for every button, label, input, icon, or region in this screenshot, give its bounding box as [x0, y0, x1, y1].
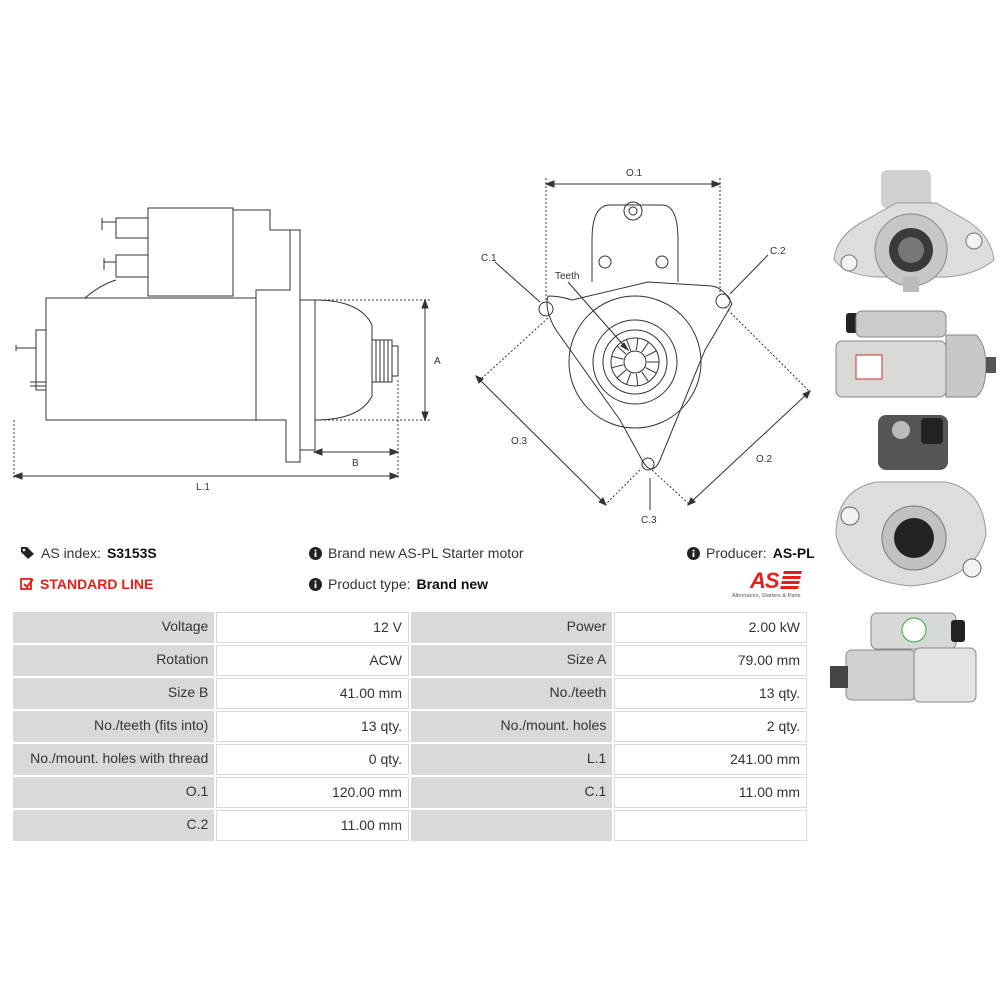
spec-value: ACW [216, 645, 409, 676]
dim-label-o3: O.3 [511, 436, 528, 447]
product-type-value: Brand new [416, 576, 489, 592]
product-photo-angle [830, 612, 977, 703]
pinion-tooth [626, 339, 632, 351]
info-icon [309, 577, 322, 591]
product-line-label: STANDARD LINE [40, 576, 154, 592]
as-index-label: AS index: [41, 545, 101, 561]
dim-label-teeth: Teeth [555, 271, 579, 282]
spec-value: 2.00 kW [614, 612, 807, 643]
tag-icon [21, 547, 34, 559]
dim-label-c1: C.1 [481, 253, 497, 264]
dim-label-c2: C.2 [770, 246, 786, 257]
pinion-tooth [645, 367, 657, 374]
as-logo-stripes [780, 571, 802, 589]
spec-value: 13 qty. [614, 678, 807, 709]
spec-label: No./teeth (fits into) [13, 711, 215, 742]
description: Brand new AS-PL Starter motor [309, 545, 524, 561]
product-type-label: Product type: [328, 576, 411, 592]
pinion-tooth [616, 345, 627, 355]
pinion-tooth [611, 364, 624, 369]
pinion-tooth [641, 341, 650, 353]
dim-label-b: B [352, 458, 359, 469]
info-icon [687, 546, 700, 560]
as-index-value: S3153S [106, 545, 157, 561]
product-photo-side [835, 310, 996, 398]
spec-label: C.1 [410, 777, 613, 808]
producer: Producer: AS-PL [687, 545, 815, 561]
spec-value: 41.00 mm [216, 678, 409, 709]
spec-value: 12 V [216, 612, 409, 643]
pinion-tooth [645, 350, 657, 357]
spec-label: Power [410, 612, 613, 643]
spec-value: 11.00 mm [614, 777, 807, 808]
spec-value: 79.00 mm [614, 645, 807, 676]
as-logo: AS Alternators, Starters & Parts [730, 568, 812, 602]
dim-label-c3: C.3 [641, 515, 657, 526]
spec-value: 0 qty. [216, 744, 409, 775]
spec-value: 2 qty. [614, 711, 807, 742]
producer-value: AS-PL [772, 545, 815, 561]
pinion-tooth [635, 373, 639, 386]
spec-label: Size A [410, 645, 613, 676]
dim-label-a: A [434, 356, 441, 367]
spec-label: O.1 [13, 777, 215, 808]
spec-value: 13 qty. [216, 711, 409, 742]
spec-value: 11.00 mm [216, 810, 409, 841]
spec-value: 241.00 mm [614, 744, 807, 775]
as-logo-mark: AS [750, 568, 780, 593]
spec-value: 120.00 mm [216, 777, 409, 808]
spec-label: Voltage [13, 612, 215, 643]
spec-value [614, 810, 807, 841]
dim-label-o1: O.1 [626, 168, 643, 179]
pinion-tooth [616, 369, 627, 379]
pinion-tooth [635, 338, 639, 351]
dim-label-l1: L.1 [196, 482, 210, 493]
spec-label: L.1 [410, 744, 613, 775]
check-square-icon [20, 578, 34, 590]
as-logo-tagline: Alternators, Starters & Parts [732, 593, 801, 599]
product-type: Product type: Brand new [309, 576, 488, 592]
product-photo-front [833, 170, 995, 292]
spec-row: No./teeth (fits into)13 qty.No./mount. h… [13, 711, 807, 742]
pinion-tooth [626, 373, 632, 385]
pinion-tooth [611, 355, 624, 360]
spec-label: No./teeth [410, 678, 613, 709]
spec-label [410, 810, 613, 841]
product-photo-rear [835, 415, 987, 587]
producer-label: Producer: [706, 545, 767, 561]
description-text: Brand new AS-PL Starter motor [328, 545, 524, 561]
spec-label: Size B [13, 678, 215, 709]
spec-label: No./mount. holes with thread [13, 744, 215, 775]
spec-label: C.2 [13, 810, 215, 841]
pinion-tooth [641, 371, 650, 383]
front-view-drawing: O.1 C.1 C.2 Teeth O.3 O.2 C.3 [475, 168, 811, 526]
as-index: AS index: S3153S [20, 545, 157, 561]
spec-label: Rotation [13, 645, 215, 676]
dim-label-o2: O.2 [756, 454, 773, 465]
spec-label: No./mount. holes [410, 711, 613, 742]
info-icon [309, 546, 322, 560]
product-line: STANDARD LINE [20, 576, 153, 592]
side-view-drawing: A B L.1 [12, 207, 441, 493]
